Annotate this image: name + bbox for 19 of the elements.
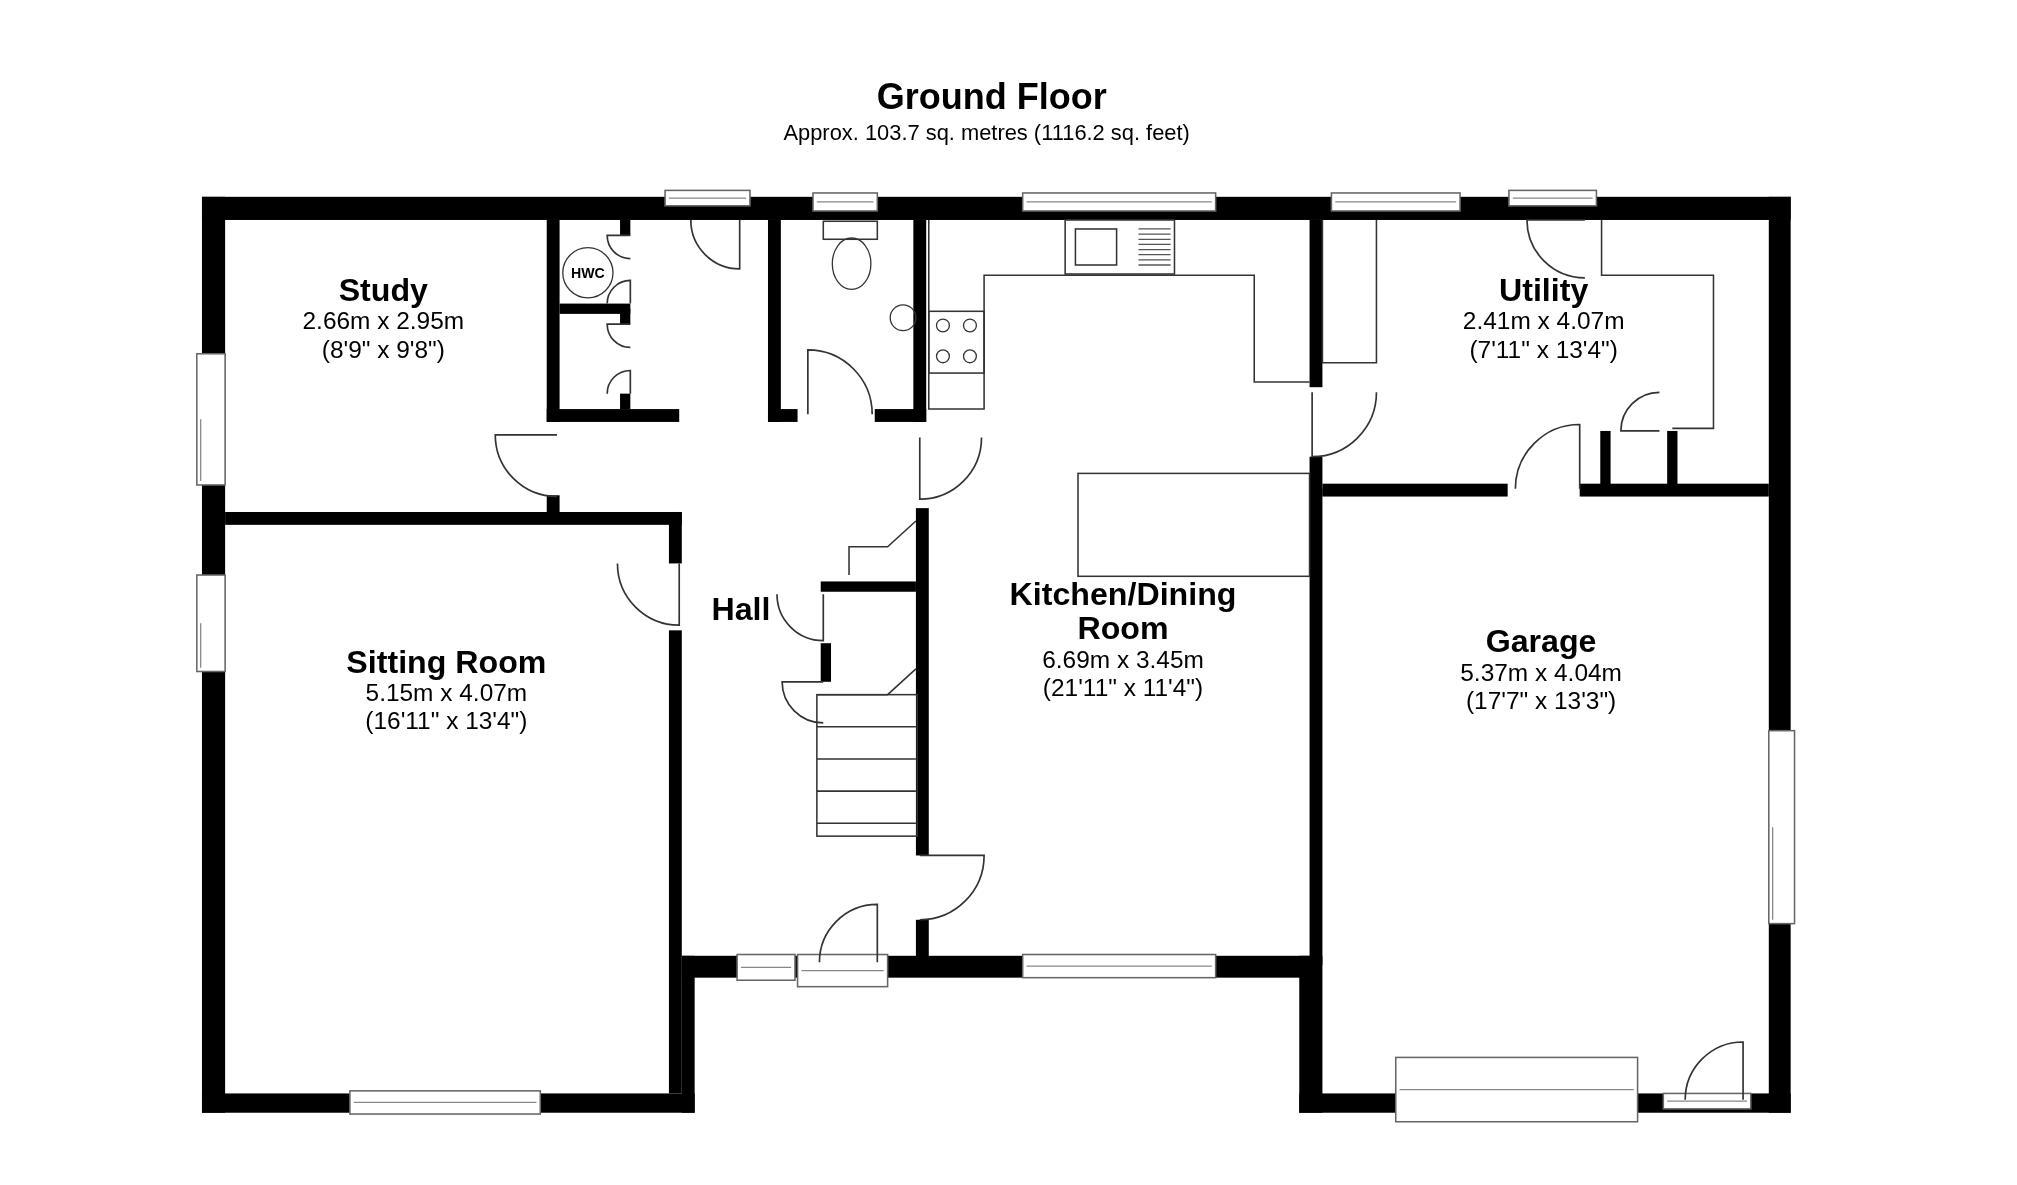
- room-name: Study: [337, 272, 429, 308]
- room-dimensions: (7'11" x 13'4"): [1468, 335, 1619, 365]
- room-dimensions: (21'11" x 11'4"): [1041, 674, 1205, 703]
- room-dimensions: 2.66m x 2.95m: [301, 307, 466, 336]
- room-dimensions: (16'11" x 13'4"): [364, 707, 529, 736]
- room-dimensions: (8'9" x 9'8"): [320, 335, 446, 365]
- room-dimensions: 5.37m x 4.04m: [1459, 658, 1623, 687]
- room-name: Hall: [710, 591, 772, 627]
- room-dimensions: 6.69m x 3.45m: [1041, 645, 1205, 675]
- plan-area-caption: Approx. 103.7 sq. metres (1116.2 sq. feet): [782, 120, 1191, 147]
- room-name: Sitting Room: [345, 644, 548, 680]
- room-dimensions: 2.41m x 4.07m: [1461, 307, 1626, 336]
- room-dimensions: 5.15m x 4.07m: [365, 679, 529, 708]
- room-name: Utility: [1498, 272, 1590, 308]
- plan-title: Ground Floor: [875, 77, 1108, 119]
- room-name: Garage: [1484, 623, 1598, 659]
- room-name: Kitchen/Dining Room: [1008, 576, 1238, 646]
- hot-water-cylinder: HWC: [562, 247, 614, 299]
- room-dimensions: (17'7" x 13'3"): [1464, 686, 1618, 716]
